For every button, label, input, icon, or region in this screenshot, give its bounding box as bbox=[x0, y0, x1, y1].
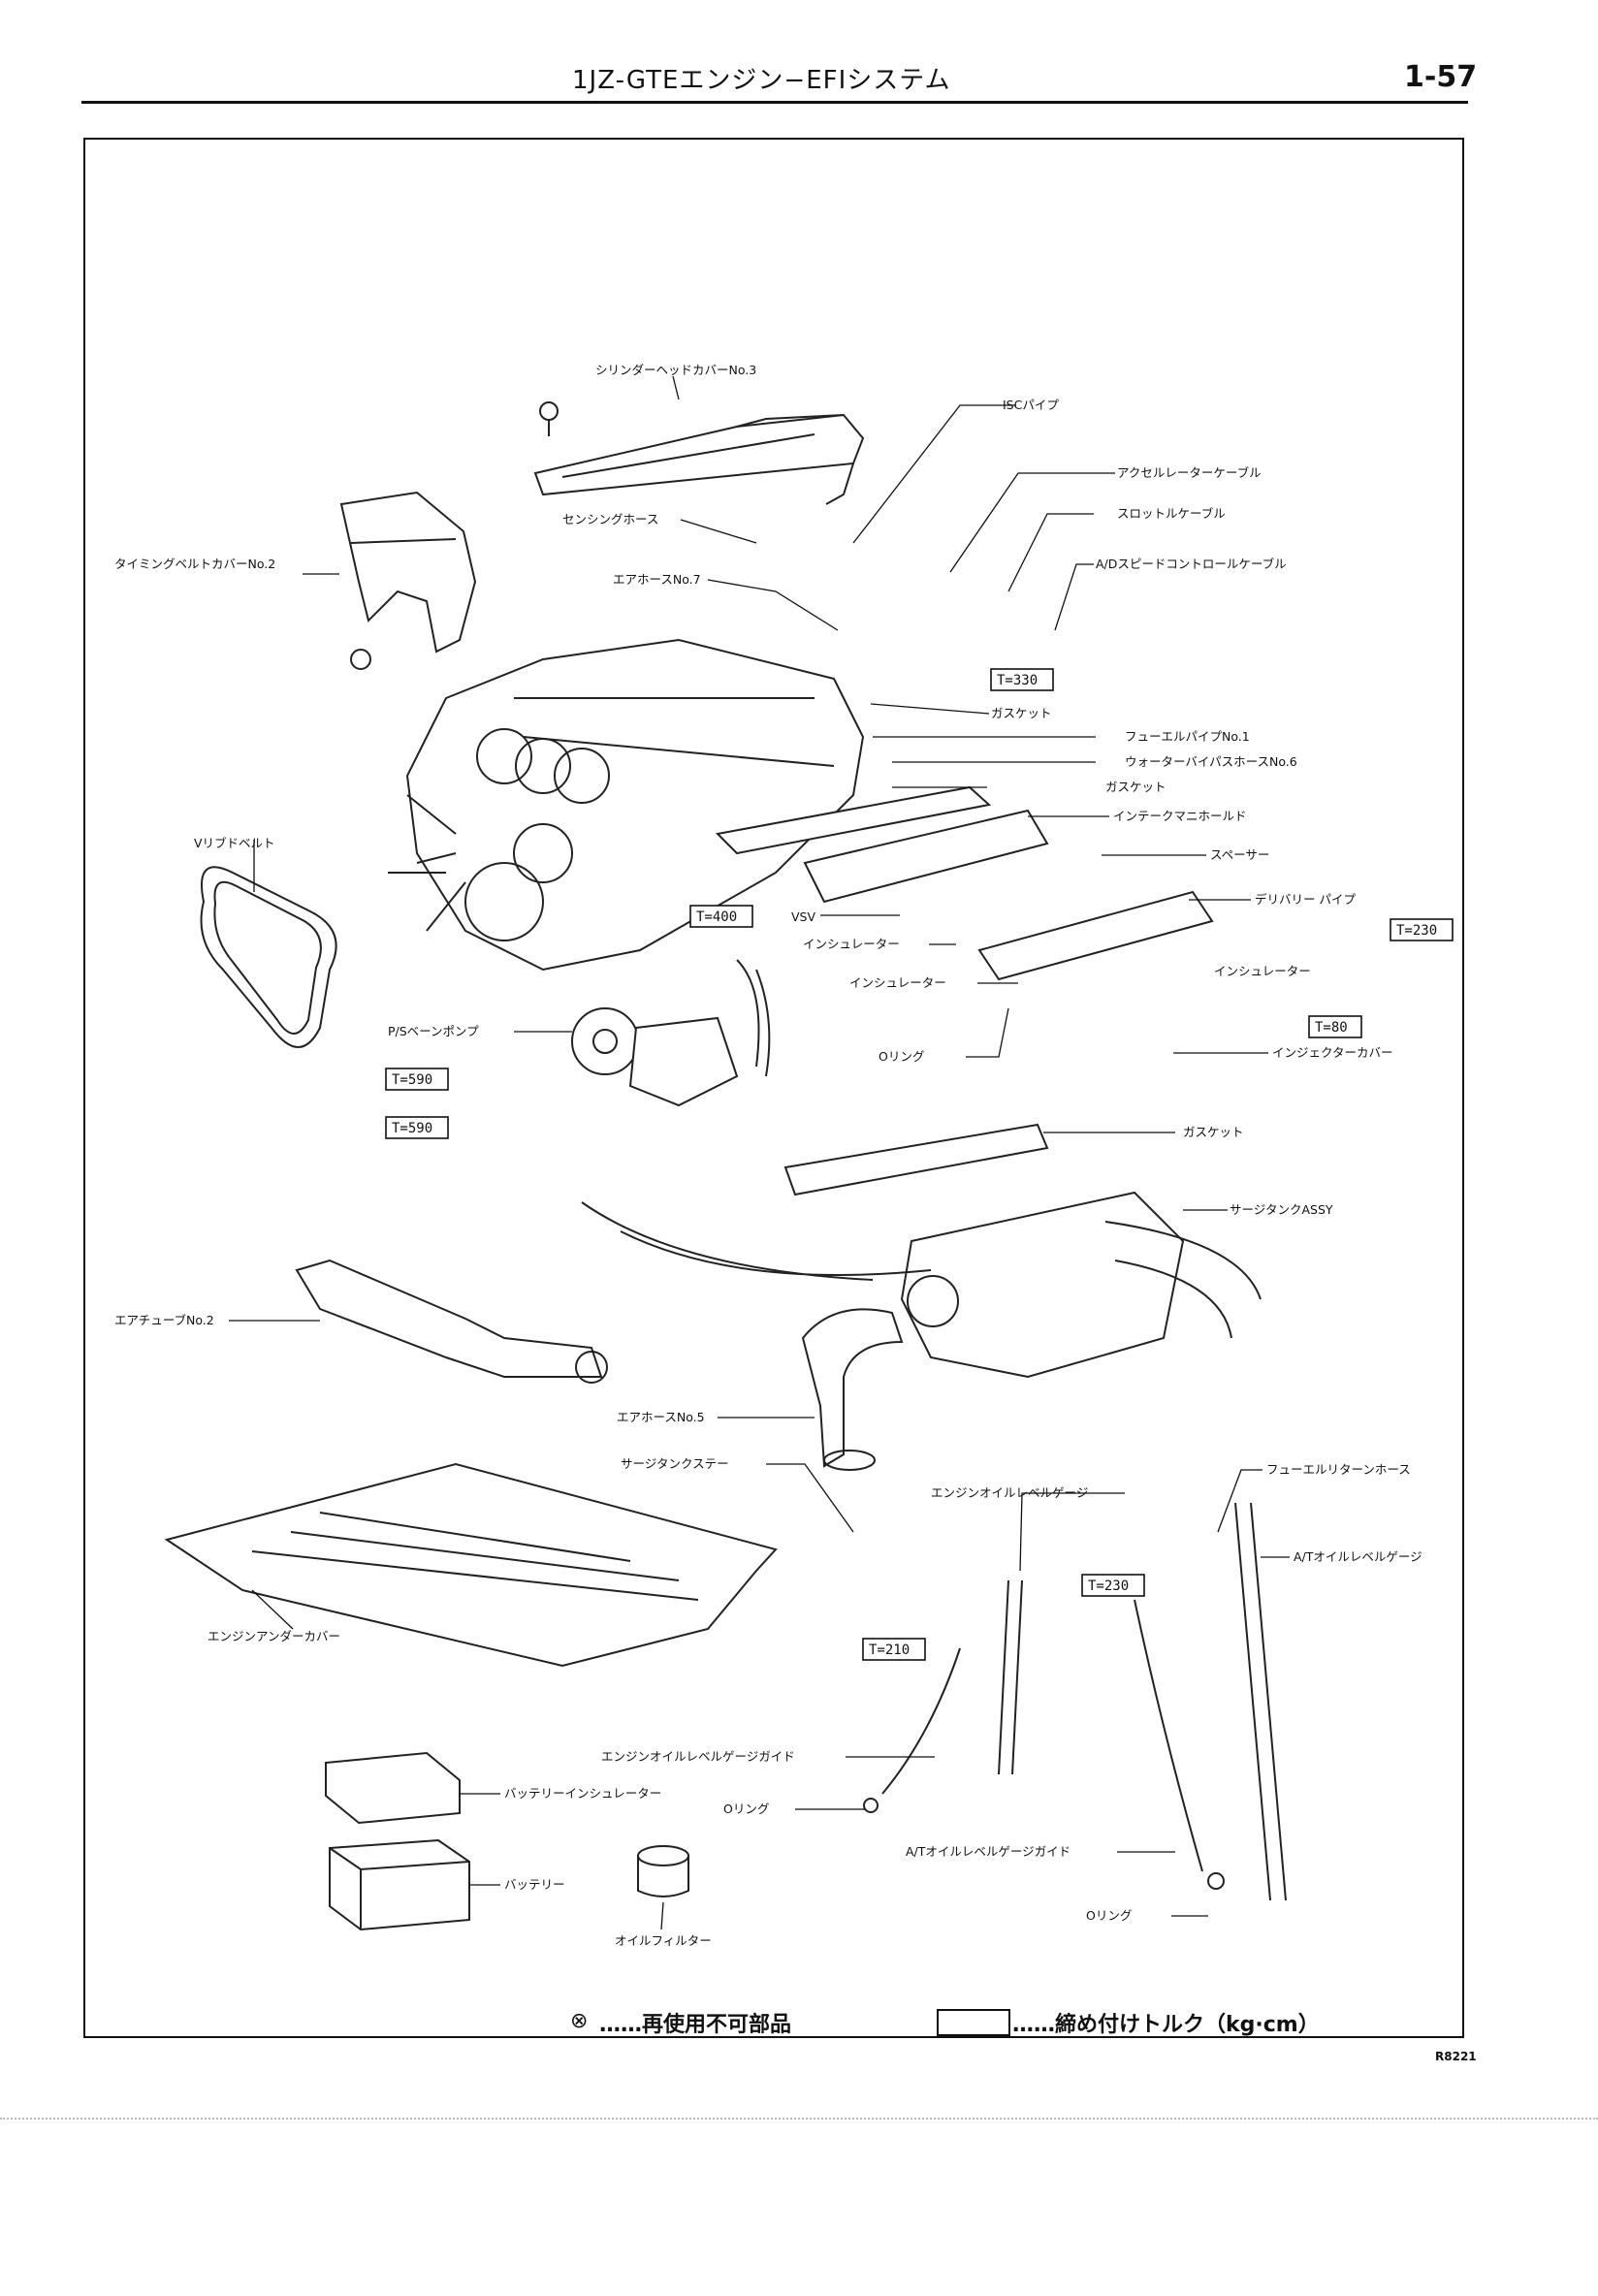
oil-filter-part bbox=[637, 1845, 689, 1897]
label-engine-oil-gauge: エンジンオイルレベルゲージ bbox=[931, 1485, 1088, 1500]
svg-text:T=590: T=590 bbox=[392, 1121, 432, 1136]
label-gasket-2: ガスケット bbox=[1105, 780, 1167, 794]
header-rule bbox=[81, 101, 1468, 104]
label-injector-cover: インジェクターカバー bbox=[1272, 1045, 1393, 1060]
cylinder-head-cover-part bbox=[533, 401, 865, 505]
label-oil-filter: オイルフィルター bbox=[615, 1933, 712, 1948]
label-battery: バッテリー bbox=[504, 1877, 565, 1892]
label-o-ring-3: Oリング bbox=[1086, 1908, 1132, 1923]
svg-text:T=230: T=230 bbox=[1088, 1578, 1129, 1594]
legend-torque-note: ……締め付けトルク（kg·cm） bbox=[1012, 2013, 1320, 2037]
svg-text:T=210: T=210 bbox=[869, 1642, 910, 1658]
label-water-bypass-hose: ウォーターバイパスホースNo.6 bbox=[1125, 754, 1297, 769]
torque-590-b: T=590 bbox=[385, 1116, 449, 1139]
engine-block-part bbox=[388, 638, 865, 972]
label-air-tube-2: エアチューブNo.2 bbox=[114, 1313, 214, 1327]
page-number: 1-57 bbox=[1404, 60, 1478, 94]
label-v-ribbed-belt: Vリブドベルト bbox=[194, 836, 275, 850]
under-cover-part bbox=[164, 1462, 778, 1668]
label-surge-tank: サージタンクASSY bbox=[1230, 1202, 1333, 1217]
label-insulator-3: インシュレーター bbox=[1214, 964, 1311, 978]
label-vsv: VSV bbox=[791, 909, 815, 924]
torque-330: T=330 bbox=[990, 668, 1054, 691]
page-bottom-dotted-rule bbox=[0, 2118, 1598, 2120]
torque-230-upper: T=230 bbox=[1390, 918, 1454, 941]
label-at-gauge-guide: A/Tオイルレベルゲージガイド bbox=[906, 1844, 1071, 1859]
legend-torque-box bbox=[937, 2009, 1010, 2036]
diagram-frame bbox=[83, 138, 1464, 2038]
air-tube-part bbox=[295, 1259, 608, 1384]
label-battery-insulator: バッテリーインシュレーター bbox=[504, 1786, 661, 1801]
label-delivery-pipe: デリバリー パイプ bbox=[1255, 892, 1356, 907]
non-reusable-icon: ⊗ bbox=[570, 2009, 589, 2033]
label-ad-speed-cable: A/Dスピードコントロールケーブル bbox=[1096, 557, 1287, 571]
air-hose-part bbox=[801, 1308, 904, 1471]
dipsticks-part bbox=[863, 1502, 1287, 1901]
surge-tank-part bbox=[581, 1191, 1262, 1379]
label-spacer: スペーサー bbox=[1210, 847, 1269, 862]
label-timing-belt-cover: タイミングベルトカバーNo.2 bbox=[114, 557, 275, 571]
label-insulator-2: インシュレーター bbox=[849, 975, 946, 990]
torque-400: T=400 bbox=[689, 905, 753, 928]
v-ribbed-belt-part bbox=[200, 866, 337, 1048]
label-isc-pipe: ISCパイプ bbox=[1003, 398, 1059, 412]
torque-80: T=80 bbox=[1308, 1015, 1362, 1038]
torque-210: T=210 bbox=[862, 1638, 926, 1661]
label-fuel-return-hose: フューエルリターンホース bbox=[1266, 1462, 1411, 1477]
label-o-ring-1: Oリング bbox=[879, 1049, 924, 1064]
label-accelerator-cable: アクセルレーターケーブル bbox=[1117, 465, 1262, 480]
legend-non-reusable: ……再使用不可部品 bbox=[599, 2013, 792, 2037]
ps-pump-part bbox=[571, 959, 771, 1107]
label-ps-vane-pump: P/Sベーンポンプ bbox=[388, 1024, 479, 1038]
label-gasket-3: ガスケット bbox=[1183, 1125, 1244, 1139]
label-cylinder-head-cover: シリンダーヘッドカバーNo.3 bbox=[595, 363, 756, 377]
label-intake-manifold: インテークマニホールド bbox=[1113, 809, 1247, 823]
label-surge-tank-stay: サージタンクステー bbox=[621, 1456, 729, 1471]
label-air-hose-5: エアホースNo.5 bbox=[617, 1410, 705, 1424]
battery-insulator-part bbox=[325, 1751, 461, 1825]
svg-text:T=80: T=80 bbox=[1315, 1020, 1348, 1036]
label-engine-under-cover: エンジンアンダーカバー bbox=[208, 1629, 340, 1643]
svg-text:T=590: T=590 bbox=[392, 1072, 432, 1088]
label-o-ring-2: Oリング bbox=[723, 1802, 769, 1816]
label-at-oil-gauge: A/Tオイルレベルゲージ bbox=[1294, 1549, 1422, 1564]
page-title: 1JZ-GTEエンジン−EFIシステム bbox=[572, 66, 951, 95]
svg-text:T=330: T=330 bbox=[997, 673, 1038, 688]
torque-230-lower: T=230 bbox=[1081, 1574, 1145, 1597]
label-oil-gauge-guide: エンジンオイルレベルゲージガイド bbox=[601, 1749, 795, 1764]
manifold-gaskets-part bbox=[715, 785, 1214, 1196]
label-air-hose-7: エアホースNo.7 bbox=[613, 572, 701, 587]
label-sensing-hose: センシングホース bbox=[562, 512, 658, 526]
figure-code: R8221 bbox=[1435, 2050, 1477, 2063]
label-gasket-1: ガスケット bbox=[991, 706, 1052, 720]
label-insulator-1: インシュレーター bbox=[803, 937, 900, 951]
timing-belt-cover-part bbox=[339, 491, 477, 670]
label-fuel-pipe: フューエルパイプNo.1 bbox=[1125, 729, 1250, 744]
torque-590-a: T=590 bbox=[385, 1068, 449, 1091]
leader-lines bbox=[229, 375, 1290, 1930]
battery-part bbox=[329, 1838, 470, 1931]
label-throttle-cable: スロットルケーブル bbox=[1117, 506, 1226, 521]
svg-text:T=230: T=230 bbox=[1396, 923, 1437, 939]
svg-text:T=400: T=400 bbox=[696, 909, 737, 925]
